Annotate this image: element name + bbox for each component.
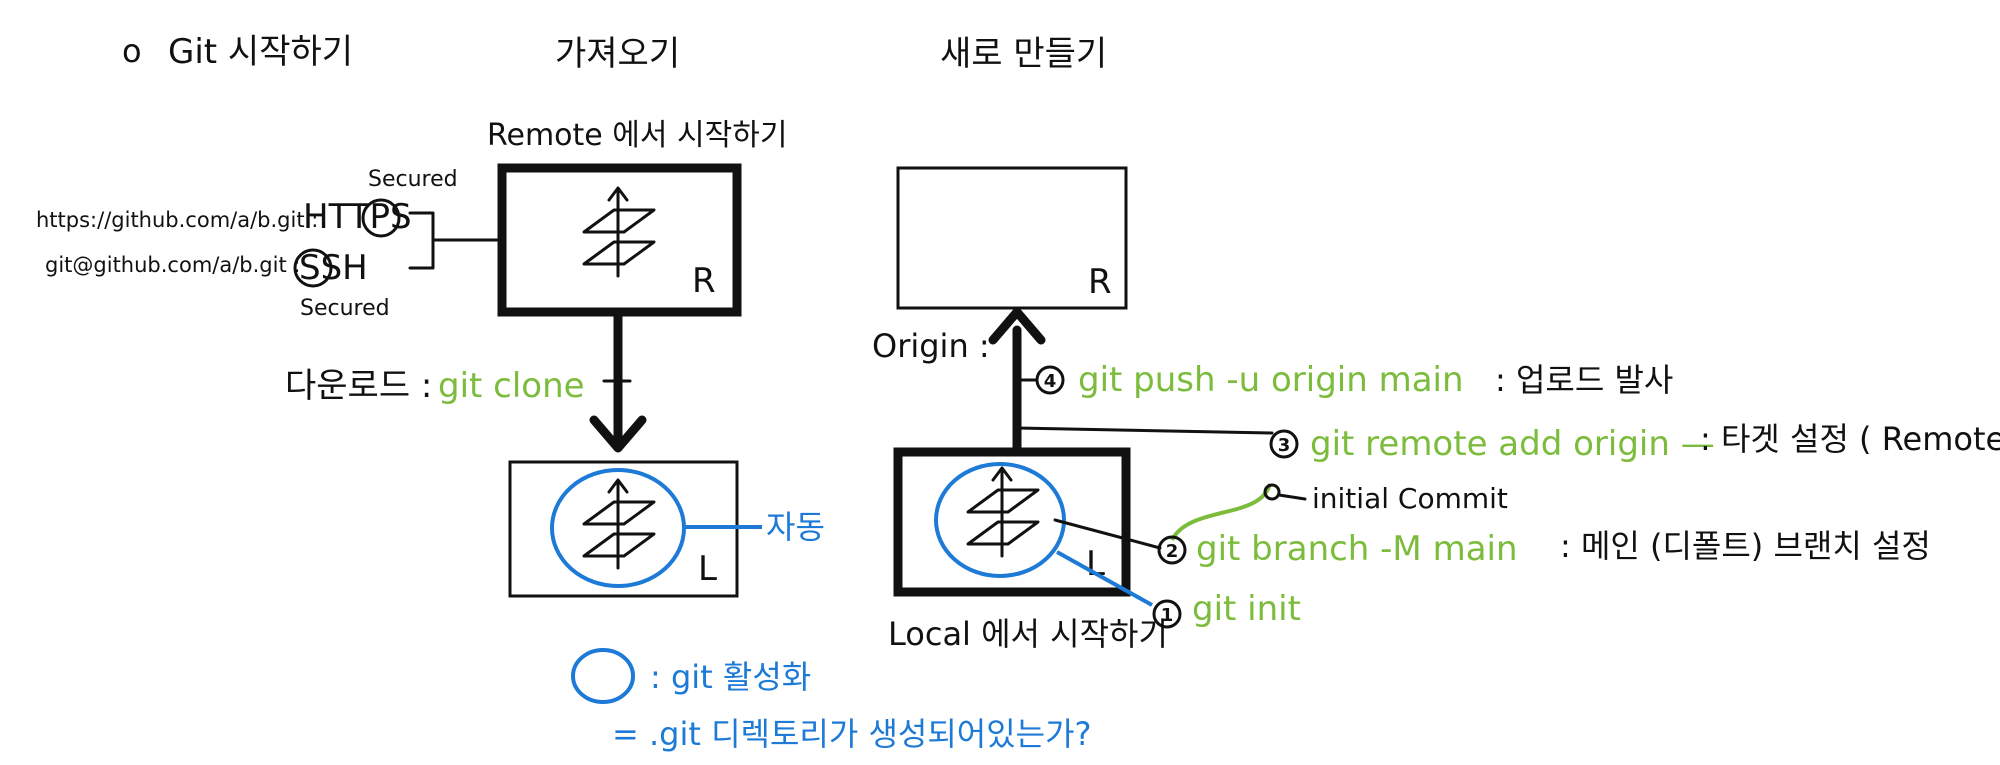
push-arrow-head xyxy=(988,307,1046,345)
step3-number: 3 xyxy=(1278,435,1291,456)
step3-connector xyxy=(1015,423,1274,435)
remote-box-right xyxy=(896,166,1128,310)
secured-top-label: Secured xyxy=(368,167,458,192)
step3-marker xyxy=(1269,429,1299,459)
step1-marker xyxy=(1152,599,1182,629)
ssh-s-circle xyxy=(293,248,333,288)
step3-description: : 타겟 설정 ( Remote) xyxy=(1700,420,2000,458)
step2-connector xyxy=(1053,518,1162,550)
step4-description: : 업로드 발사 xyxy=(1495,361,1673,399)
local-box-letter: L xyxy=(698,549,717,589)
step1-number: 1 xyxy=(1161,605,1174,626)
git-remote-add-command: git remote add origin — xyxy=(1310,424,1715,464)
step4-marker xyxy=(1035,365,1065,395)
remote-box-letter: R xyxy=(1088,262,1112,302)
clone-arrow-head xyxy=(589,415,647,453)
repo-icon xyxy=(966,466,1040,558)
url-bracket xyxy=(408,211,435,270)
step4-number: 4 xyxy=(1044,371,1057,392)
download-label: 다운로드 : xyxy=(285,366,432,406)
git-push-command: git push -u origin main xyxy=(1078,360,1464,400)
repo-icon xyxy=(582,478,656,570)
local-box-right xyxy=(893,447,1131,597)
initial-commit-connector xyxy=(1277,493,1307,501)
heading-clone-column: 가져오기 xyxy=(555,34,680,74)
heading-new-column: 새로 만들기 xyxy=(940,34,1107,74)
origin-label: Origin : xyxy=(872,327,990,365)
step2-marker xyxy=(1157,535,1187,565)
git-clone-command: git clone xyxy=(438,366,585,406)
git-init-command: git init xyxy=(1192,589,1301,629)
ssh-label: SSH xyxy=(299,248,368,288)
https-url: https://github.com/a/b.git : xyxy=(36,208,318,232)
step2-description: : 메인 (디폴트) 브랜치 설정 xyxy=(1560,527,1931,565)
auto-label: 자동 xyxy=(766,508,825,546)
ssh-url: git@github.com/a/b.git : xyxy=(45,253,300,277)
legend-circle xyxy=(571,648,635,704)
bullet-mark: o xyxy=(122,32,142,70)
step2-number: 2 xyxy=(1166,541,1179,562)
initial-commit-dot xyxy=(1263,483,1281,501)
legend-eq-description: = .git 디렉토리가 생성되어있는가? xyxy=(612,715,1092,753)
git-branch-command: git branch -M main xyxy=(1196,529,1518,569)
remote-start-title: Remote 에서 시작하기 xyxy=(487,118,787,153)
git-active-circle-right xyxy=(934,462,1066,578)
initial-commit-label: initial Commit xyxy=(1312,482,1508,515)
legend-circle-description: : git 활성화 xyxy=(650,658,811,696)
step1-connector xyxy=(1056,550,1153,607)
repo-icon xyxy=(582,186,656,278)
secured-bottom-label: Secured xyxy=(300,296,390,321)
heading-git-start: Git 시작하기 xyxy=(168,32,353,72)
remote-box-letter: R xyxy=(692,261,716,301)
local-start-title: Local 에서 시작하기 xyxy=(888,615,1168,653)
https-s-circle xyxy=(361,198,401,238)
